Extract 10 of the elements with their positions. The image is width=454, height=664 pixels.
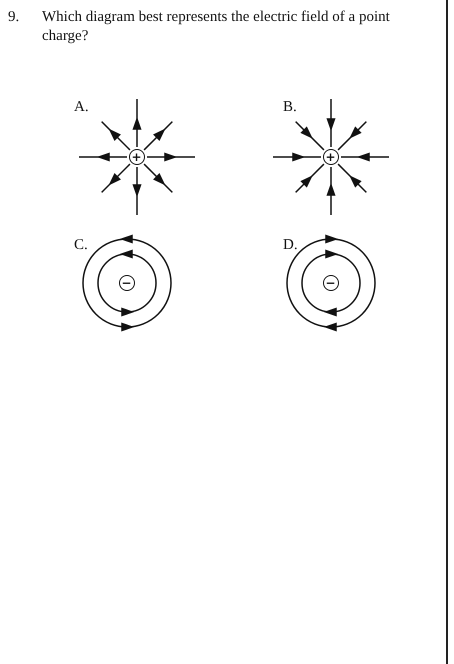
option-letter: C. — [74, 236, 88, 255]
charge-sign: + — [322, 148, 338, 164]
charge-sign: − — [322, 274, 338, 290]
option-letter: D. — [283, 236, 298, 255]
charge-sign: − — [118, 274, 134, 290]
question-text: Which diagram best represents the electric field of a point charge? — [42, 8, 391, 46]
question-number: 9. — [8, 8, 20, 27]
option-letter: B. — [283, 98, 297, 117]
option-letter: A. — [74, 98, 89, 117]
charge-sign: + — [128, 148, 144, 164]
